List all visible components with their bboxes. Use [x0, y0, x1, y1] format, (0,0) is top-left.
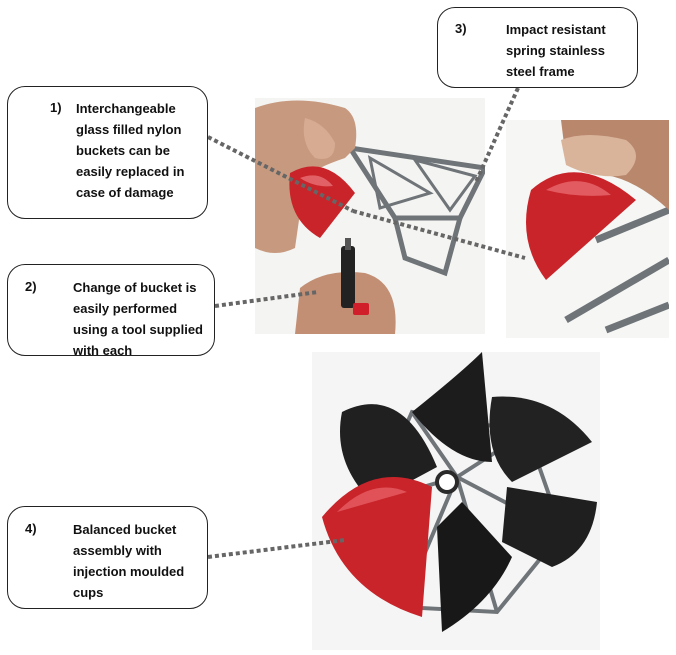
leader-line-4 — [207, 538, 346, 559]
callout-2: 2) Change of bucket is easily performed … — [7, 264, 215, 356]
leader-line-1-zoom — [352, 209, 526, 260]
upper-thumb — [303, 118, 335, 159]
photo-bucket-assembly — [312, 352, 600, 650]
red-cup-highlight — [337, 487, 407, 512]
hub-ring — [435, 470, 460, 494]
photo-zoom-inset — [506, 120, 669, 338]
callout-number: 2) — [25, 279, 37, 294]
callout-text: Interchangeable glass filled nylon bucke… — [76, 101, 185, 200]
callout-number: 4) — [25, 521, 37, 536]
red-bucket — [289, 166, 355, 238]
black-cup-right-top — [489, 396, 592, 482]
black-cup-left — [340, 404, 437, 502]
black-cup-top — [412, 352, 492, 462]
bucket-zoom-highlight — [546, 181, 611, 196]
steel-frame-zoom — [564, 206, 669, 334]
bucket-highlight — [300, 175, 333, 187]
callout-number: 1) — [50, 100, 62, 115]
leader-line-2 — [214, 290, 319, 308]
black-cup-bottom — [437, 502, 512, 632]
removal-tool — [341, 246, 355, 308]
steel-frame — [344, 144, 485, 277]
callout-4: 4) Balanced bucket assembly with injecti… — [7, 506, 208, 609]
thumb-zoom — [561, 135, 636, 177]
red-cup — [322, 477, 432, 617]
tool-grip — [353, 303, 369, 315]
black-cup-right-bottom — [502, 487, 597, 567]
callout-text: Impact resistant spring stainless steel … — [506, 22, 606, 79]
leader-line-3 — [474, 87, 520, 183]
callout-1: 1) Interchangeable glass filled nylon bu… — [7, 86, 208, 219]
callout-3: 3) Impact resistant spring stainless ste… — [437, 7, 638, 88]
tool-tip — [345, 238, 351, 250]
callout-text: Balanced bucket assembly with injection … — [73, 522, 185, 600]
callout-number: 3) — [455, 21, 467, 36]
callout-text: Change of bucket is easily performed usi… — [73, 280, 203, 356]
leader-line-1 — [207, 135, 354, 213]
red-bucket-zoom — [526, 172, 636, 280]
